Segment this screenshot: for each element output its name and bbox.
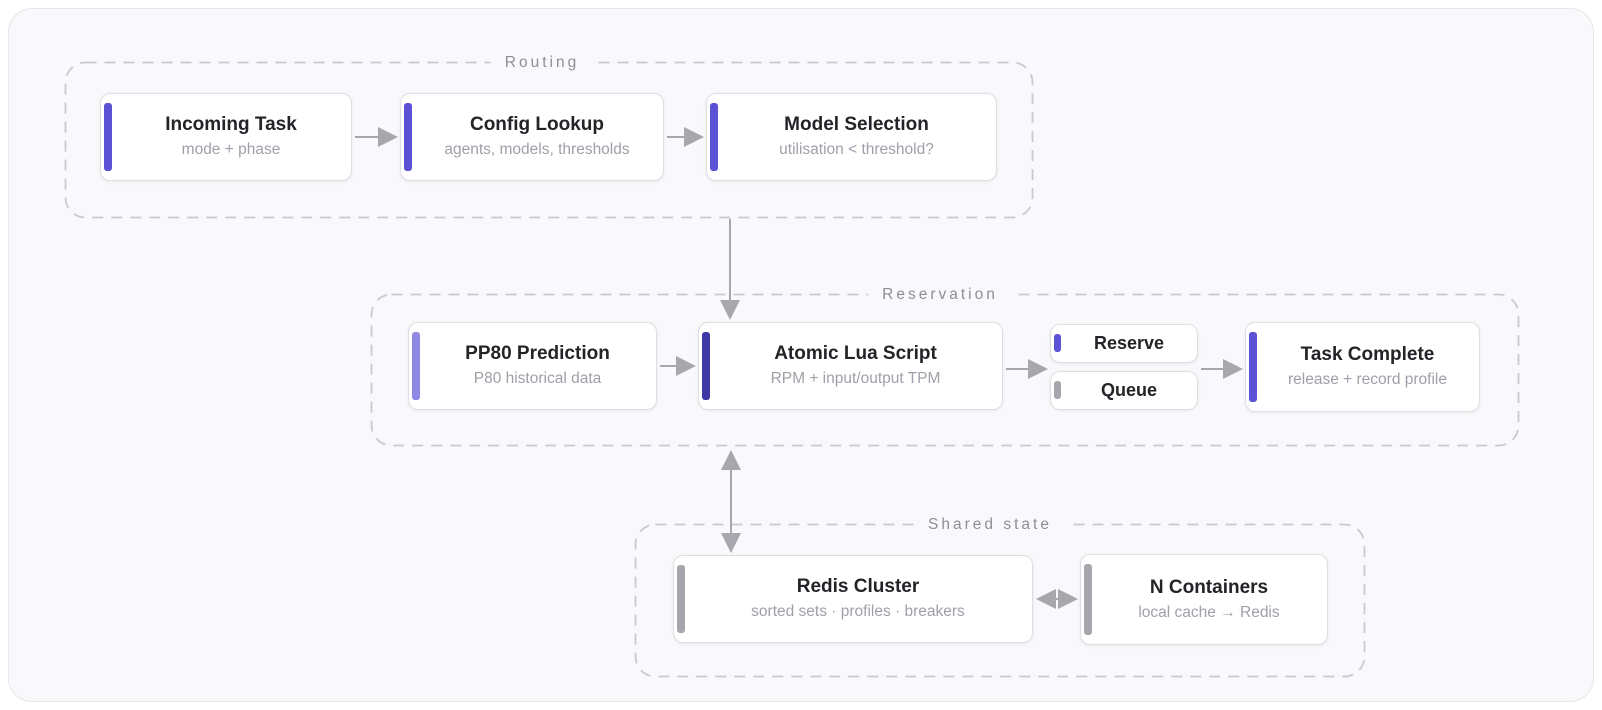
node-title: Config Lookup — [469, 114, 605, 136]
accent-bar — [404, 103, 412, 171]
node-title: Queue — [1100, 379, 1157, 400]
group-title-shared-state: Shared state — [914, 516, 1066, 534]
node-title: Atomic Lua Script — [774, 343, 937, 365]
node-title: N Containers — [1149, 576, 1269, 598]
node-subtitle: sorted sets · profiles · breakers — [751, 603, 965, 621]
node-title: Incoming Task — [165, 114, 297, 136]
group-title-routing: Routing — [490, 54, 594, 72]
node-subtitle: utilisation < threshold? — [779, 141, 934, 159]
node-pp80-prediction: PP80 Prediction P80 historical data — [408, 322, 657, 410]
node-title: Reserve — [1093, 332, 1165, 353]
accent-bar — [710, 103, 718, 171]
accent-bar — [677, 565, 685, 633]
accent-bar — [1084, 564, 1092, 635]
node-title: Redis Cluster — [796, 576, 920, 598]
accent-bar — [702, 332, 710, 400]
node-queue: Queue — [1050, 371, 1198, 410]
node-atomic-lua-script: Atomic Lua Script RPM + input/output TPM — [698, 322, 1003, 410]
node-subtitle: release + record profile — [1288, 371, 1447, 389]
accent-bar — [1054, 381, 1061, 399]
node-task-complete: Task Complete release + record profile — [1245, 322, 1480, 412]
node-subtitle: RPM + input/output TPM — [770, 370, 941, 388]
node-reserve: Reserve — [1050, 324, 1198, 363]
accent-bar — [1249, 332, 1257, 402]
group-title-reservation: Reservation — [868, 286, 1012, 304]
node-incoming-task: Incoming Task mode + phase — [100, 93, 352, 181]
node-config-lookup: Config Lookup agents, models, thresholds — [400, 93, 664, 181]
node-title: Model Selection — [784, 114, 929, 136]
node-n-containers: N Containers local cache → Redis — [1080, 554, 1328, 645]
node-title: Task Complete — [1300, 344, 1435, 366]
node-subtitle: agents, models, thresholds — [444, 141, 630, 159]
node-redis-cluster: Redis Cluster sorted sets · profiles · b… — [673, 555, 1033, 643]
accent-bar — [1054, 334, 1061, 352]
accent-bar — [412, 332, 420, 400]
node-title: PP80 Prediction — [465, 343, 610, 365]
node-model-selection: Model Selection utilisation < threshold? — [706, 93, 997, 181]
node-subtitle: P80 historical data — [473, 370, 602, 388]
accent-bar — [104, 103, 112, 171]
node-subtitle: local cache → Redis — [1138, 603, 1280, 621]
node-subtitle: mode + phase — [181, 141, 281, 159]
